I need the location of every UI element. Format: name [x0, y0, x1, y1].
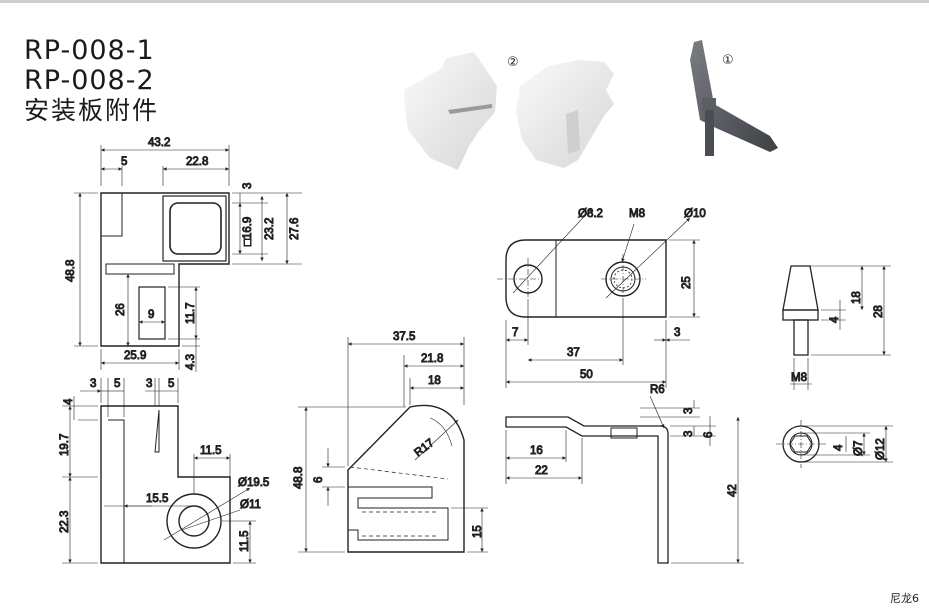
- dim-25-9: 25.9: [124, 350, 146, 362]
- dim-18: 18: [428, 375, 441, 387]
- part-1-marker: ①: [722, 53, 734, 68]
- dim-5: 5: [121, 156, 127, 168]
- dim-7: 7: [512, 327, 518, 339]
- dim-19-7: 19.7: [59, 434, 71, 456]
- dim-6-bend: 6: [703, 432, 715, 438]
- dim-11-5: 11.5: [200, 445, 222, 457]
- view-front-upper: 43.2 5 22.8 3 □16.9 23.2 27.6 48.8 26 9 …: [65, 137, 302, 372]
- view-plate-bend: R6 3 3 6 16 22 42: [505, 384, 744, 564]
- dim-11-5-b: 11.5: [239, 530, 251, 552]
- dim-b3: 3: [146, 378, 152, 390]
- dim-22-8: 22.8: [186, 156, 208, 168]
- photo-part-2: ②: [404, 52, 614, 170]
- dim-a3: 3: [90, 378, 96, 390]
- dim-dia-12: Ø12: [875, 438, 887, 460]
- dim-21-8: 21.8: [421, 353, 443, 365]
- dim-m8: M8: [629, 208, 645, 220]
- dim-48-8: 48.8: [65, 260, 77, 282]
- dim-22-3: 22.3: [59, 511, 71, 533]
- dim-15-5: 15.5: [146, 493, 168, 505]
- dim-23-2: 23.2: [264, 218, 276, 240]
- part-2-marker: ②: [507, 55, 519, 70]
- dim-3-plate: 3: [674, 327, 680, 339]
- dim-dia-8-2: Ø8.2: [578, 208, 603, 220]
- dim-dia-11: Ø11: [240, 499, 261, 511]
- dim-28: 28: [873, 305, 885, 318]
- dim-3a: 3: [683, 408, 695, 414]
- dim-16: 16: [530, 445, 543, 457]
- dim-r6: R6: [650, 384, 665, 396]
- model-number-1: RP-008-1: [24, 35, 155, 66]
- dim-18-stud: 18: [851, 291, 863, 304]
- dim-9: 9: [148, 309, 154, 321]
- material-label: 尼龙6: [890, 592, 919, 605]
- dim-22: 22: [535, 465, 548, 477]
- dim-3: 3: [242, 183, 254, 189]
- dim-6: 6: [313, 477, 325, 483]
- view-stud-end: 4 Ø7 Ø12: [776, 420, 893, 468]
- dim-b5: 5: [168, 378, 174, 390]
- dim-dia-10: Ø10: [684, 208, 706, 220]
- dim-4-3: 4.3: [185, 354, 197, 370]
- dim-48-8-side: 48.8: [293, 467, 305, 489]
- dim-m8-stud: M8: [791, 372, 807, 384]
- dim-16-9: □16.9: [242, 217, 254, 246]
- photo-part-1: ①: [690, 40, 778, 156]
- dim-26: 26: [115, 303, 127, 316]
- model-number-2: RP-008-2: [24, 65, 155, 96]
- view-side-profile: R17 37.5 21.8 18 48.8 6 15: [293, 331, 488, 553]
- view-stud-side: 18 28 4 M8: [782, 265, 891, 390]
- product-name: 安装板附件: [24, 96, 160, 125]
- dim-4: 4: [63, 398, 75, 405]
- top-border-line: [0, 0, 929, 3]
- dim-4-end: 4: [833, 444, 845, 451]
- dim-3b: 3: [683, 431, 695, 437]
- dim-43-2: 43.2: [148, 137, 170, 149]
- dim-15: 15: [472, 525, 484, 538]
- dim-11-7: 11.7: [185, 302, 197, 324]
- dim-4-stud: 4: [829, 316, 841, 323]
- dim-37: 37: [567, 347, 580, 359]
- dim-42: 42: [727, 484, 739, 497]
- dim-a5: 5: [114, 378, 120, 390]
- dim-37-5: 37.5: [393, 331, 415, 343]
- dim-27-6: 27.6: [289, 218, 301, 240]
- dim-dia-19-5: Ø19.5: [238, 477, 269, 489]
- dim-r17: R17: [412, 437, 436, 459]
- dim-25: 25: [681, 276, 693, 289]
- dim-50: 50: [580, 369, 593, 381]
- view-front-lower: 3 5 3 5 4 19.7 22.3 11.5 15.5 Ø19.5 Ø11 …: [59, 378, 270, 564]
- view-plate-top: Ø8.2 M8 Ø10 25 7 3 37 50: [497, 208, 706, 388]
- dim-dia-7: Ø7: [853, 441, 865, 456]
- title-block: RP-008-1 RP-008-2 安装板附件: [24, 36, 159, 126]
